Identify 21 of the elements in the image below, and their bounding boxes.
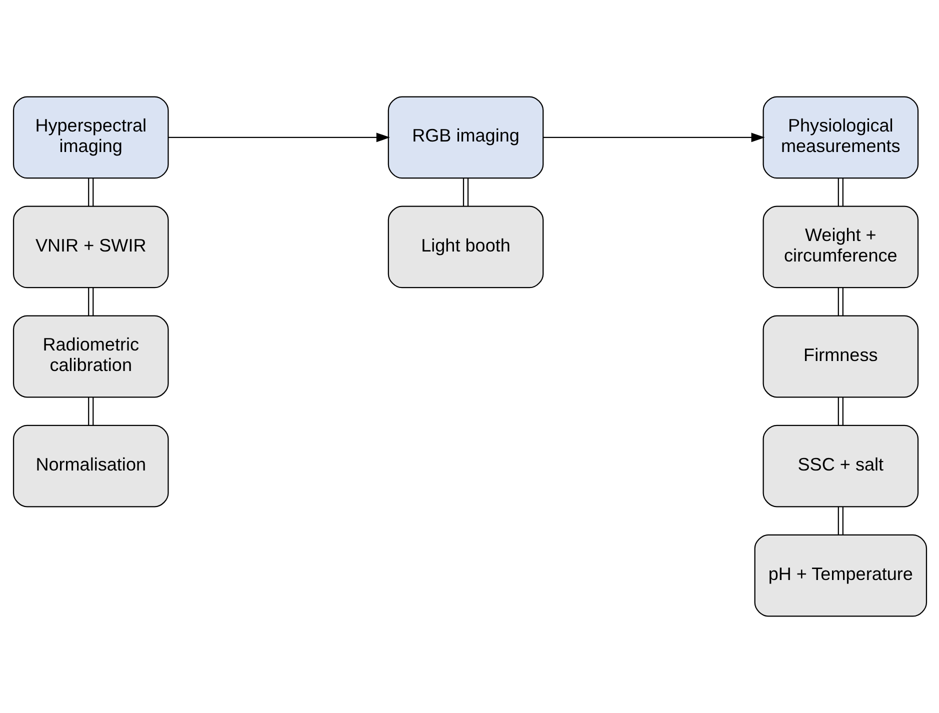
connector xyxy=(837,397,843,426)
node-box: Normalisation xyxy=(12,424,168,508)
connector xyxy=(88,288,94,316)
node-box: VNIR + SWIR xyxy=(12,206,168,288)
arrow xyxy=(542,132,764,142)
node-box: pH + Temperature xyxy=(754,534,927,617)
connector xyxy=(462,178,468,206)
connector xyxy=(88,178,94,206)
node-box: Firmness xyxy=(762,315,918,398)
node-box: Weight + circumference xyxy=(762,206,918,288)
node-box: Light booth xyxy=(387,206,544,288)
node-box: Hyperspectral imaging xyxy=(12,96,168,179)
connector xyxy=(837,178,843,206)
node-box: RGB imaging xyxy=(387,96,544,179)
connector xyxy=(837,506,843,535)
node-box: Radiometric calibration xyxy=(12,315,168,398)
connector xyxy=(88,397,94,426)
connector xyxy=(837,288,843,316)
node-box: SSC + salt xyxy=(762,424,918,508)
arrow xyxy=(168,132,390,142)
node-box: Physiological measurements xyxy=(762,96,918,179)
